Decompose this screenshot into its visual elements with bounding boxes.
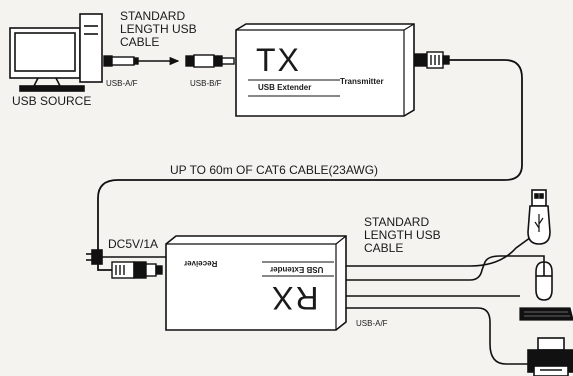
standard-cable-bottom-line-1: STANDARD bbox=[364, 215, 430, 229]
cat6-length-label: UP TO 60m OF CAT6 CABLE(23AWG) bbox=[170, 163, 379, 177]
usb-af-label-bottom: USB-A/F bbox=[356, 319, 388, 328]
receiver-box bbox=[165, 235, 347, 331]
rx-role-label: Receiver bbox=[184, 258, 218, 268]
tx-symbol: TX bbox=[256, 42, 301, 78]
power-plug-icon bbox=[86, 249, 103, 265]
usb-source-label: USB SOURCE bbox=[12, 94, 92, 108]
tx-role-label: Transmitter bbox=[340, 77, 384, 86]
usb-drive-icon bbox=[527, 189, 551, 245]
transmitter-box bbox=[235, 23, 415, 117]
mouse-icon bbox=[535, 261, 553, 301]
rj45-plug-bottom-icon bbox=[111, 261, 163, 279]
power-label: DC5V/1A bbox=[108, 237, 159, 251]
standard-cable-bottom-line-3: CABLE bbox=[364, 241, 404, 256]
usb-af-label-top: USB-A/F bbox=[106, 79, 138, 88]
cat6-cable bbox=[97, 59, 523, 271]
usb-a-plug-icon bbox=[103, 55, 139, 67]
standard-cable-label-bottom: STANDARD LENGTH USB CABLE bbox=[364, 215, 441, 256]
rx-symbol: RX bbox=[270, 280, 319, 317]
standard-cable-line-3: CABLE bbox=[120, 35, 160, 50]
standard-cable-line-1: STANDARD bbox=[120, 9, 186, 23]
usb-bf-label: USB-B/F bbox=[190, 79, 222, 88]
computer-icon bbox=[9, 13, 103, 92]
keyboard-icon bbox=[519, 307, 573, 321]
device-cables bbox=[346, 231, 545, 365]
standard-cable-label-top: STANDARD LENGTH USB CABLE bbox=[120, 9, 197, 50]
standard-cable-bottom-line-2: LENGTH USB bbox=[364, 228, 441, 243]
usb-b-plug-icon bbox=[185, 54, 235, 68]
rx-extender-name: USB Extender bbox=[270, 264, 324, 274]
standard-cable-line-2: LENGTH USB bbox=[120, 22, 197, 37]
tx-extender-name: USB Extender bbox=[258, 83, 312, 92]
rj45-plug-top-icon bbox=[414, 51, 450, 69]
printer-icon bbox=[527, 337, 573, 376]
